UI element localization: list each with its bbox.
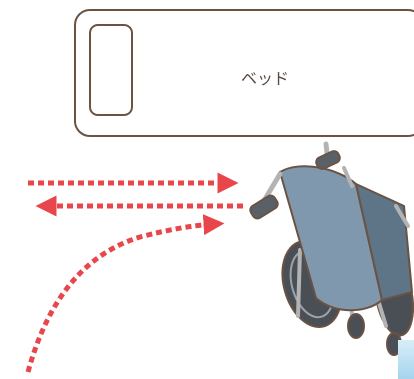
curved-approach-arrow <box>25 214 225 373</box>
corner-edge-decoration <box>398 340 414 379</box>
bed-label: ベッド <box>240 69 289 88</box>
pillow-icon <box>89 24 133 116</box>
wheelchair-icon <box>249 141 414 356</box>
bed-icon <box>74 9 414 137</box>
